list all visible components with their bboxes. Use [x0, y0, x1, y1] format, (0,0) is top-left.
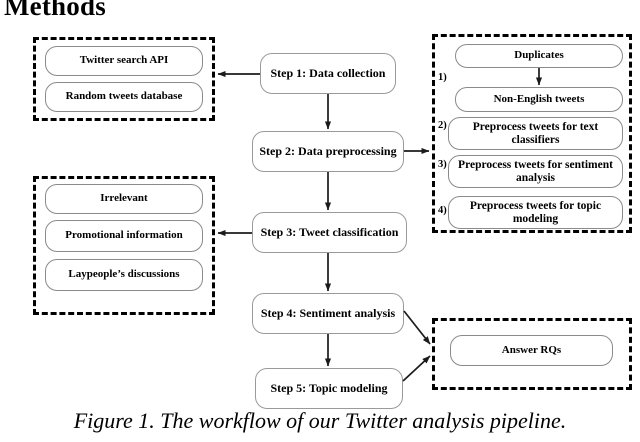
output-panel — [432, 318, 632, 390]
preprocessing-panel — [432, 34, 632, 233]
tweet-class-box-irrelevant[interactable]: Irrelevant — [45, 184, 203, 214]
pipeline-step-1[interactable]: Step 1: Data collection — [260, 53, 396, 94]
connector-step5-to-output — [402, 355, 431, 382]
pipeline-step-4[interactable]: Step 4: Sentiment analysis — [252, 293, 404, 334]
pipeline-step-2[interactable]: Step 2: Data preprocessing — [252, 131, 404, 172]
pipeline-step-5[interactable]: Step 5: Topic modeling — [255, 368, 403, 409]
preprocessing-box-sentiment-analysis[interactable]: Preprocess tweets for sentiment analysis — [448, 155, 623, 188]
tweet-classes-panel — [33, 176, 215, 315]
figure-caption: Figure 1. The workflow of our Twitter an… — [73, 408, 567, 433]
preprocessing-box-duplicates[interactable]: Duplicates — [455, 44, 623, 68]
preprocessing-number-3: 3) — [438, 159, 447, 170]
preprocessing-box-text-classifiers[interactable]: Preprocess tweets for text classifiers — [448, 117, 623, 150]
preprocessing-box-topic-modeling[interactable]: Preprocess tweets for topic modeling — [448, 196, 623, 229]
data-source-box-twitter-search-api[interactable]: Twitter search API — [45, 46, 203, 76]
connector-step4-to-output — [403, 310, 431, 345]
tweet-class-box-laypeoples-discussions[interactable]: Laypeople’s discussions — [45, 259, 203, 291]
preprocessing-number-1: 1) — [438, 72, 447, 83]
data-sources-panel — [33, 37, 215, 121]
preprocessing-number-4: 4) — [438, 205, 447, 216]
output-box-answer-rqs[interactable]: Answer RQs — [450, 335, 613, 366]
section-heading: Methods — [4, 0, 106, 21]
preprocessing-number-2: 2) — [438, 120, 447, 131]
preprocessing-box-non-english-tweets[interactable]: Non-English tweets — [455, 87, 623, 112]
tweet-class-box-promotional-information[interactable]: Promotional information — [45, 220, 203, 252]
pipeline-step-3[interactable]: Step 3: Tweet classification — [252, 212, 407, 253]
data-source-box-random-tweets-database[interactable]: Random tweets database — [45, 82, 203, 112]
